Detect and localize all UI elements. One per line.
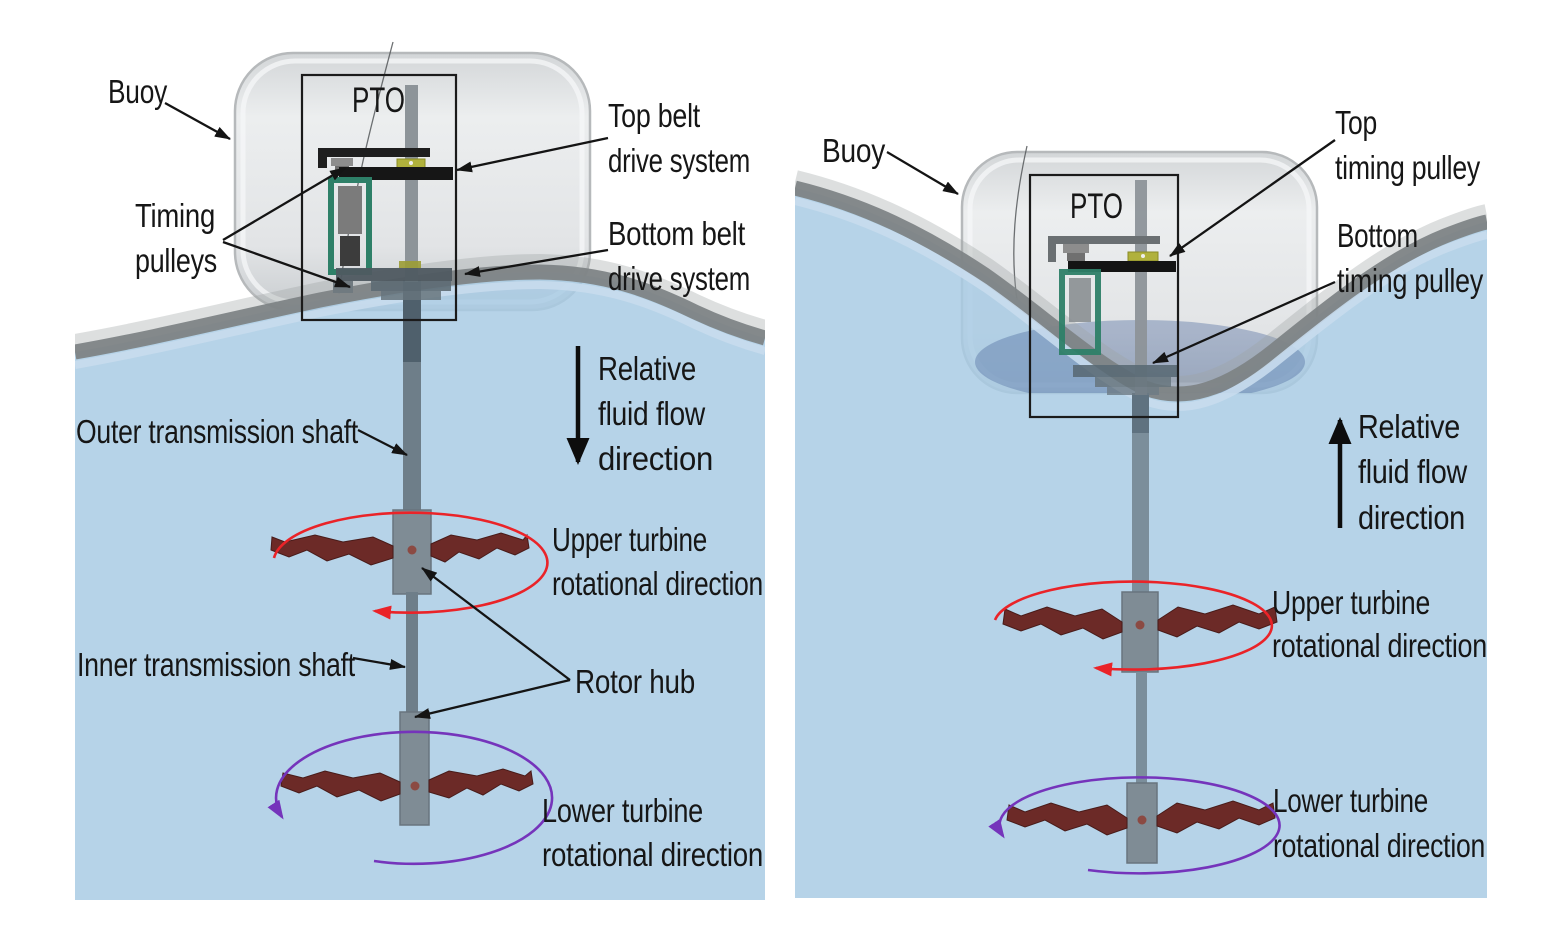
- upper-rotation-arrow: [993, 580, 1274, 677]
- top-belt: [339, 167, 453, 180]
- label-bottom-pulley-2: timing pulley: [1337, 262, 1484, 299]
- bottom-flange: [1095, 377, 1171, 387]
- pto-vertical-shaft: [405, 85, 418, 282]
- lower-hub-pin: [410, 781, 420, 791]
- label-upper-turbine-1: Upper turbine: [552, 521, 707, 558]
- bottom-pulley-arrow: [1152, 280, 1336, 365]
- wave-crest: [795, 170, 1487, 411]
- label-upper-turbine-2: rotational direction: [1272, 627, 1487, 664]
- generator: [1069, 278, 1091, 322]
- label-buoy: Buoy: [822, 132, 886, 169]
- label-rotor-hub: Rotor hub: [575, 663, 695, 700]
- transmission-shaft: [1132, 393, 1149, 593]
- annotation-arrows: [164, 101, 609, 719]
- timing-pulleys-arrow-bottom: [222, 240, 351, 289]
- upper-turbine: [270, 532, 530, 566]
- label-lower-turbine-2: rotational direction: [1273, 827, 1485, 864]
- rotor-hub-arrow-lower: [414, 678, 571, 719]
- lower-turbine: [1006, 800, 1276, 836]
- top-bracket: [318, 148, 430, 157]
- mooring-wire: [1013, 145, 1028, 301]
- pto-vertical-shaft: [1135, 180, 1147, 395]
- bottom-flange-2: [381, 291, 441, 300]
- label-timing-1: Timing: [135, 197, 215, 234]
- pto-box: [300, 73, 458, 322]
- label-pto: PTO: [352, 81, 405, 120]
- top-timing-pulley-left: [1063, 244, 1089, 253]
- top-bracket-leg: [318, 148, 327, 168]
- label-top-belt-1: Top belt: [608, 97, 700, 134]
- shaft-dark-segment: [1132, 393, 1149, 433]
- buoy-arrow: [164, 101, 231, 141]
- timing-pulleys-arrow-top: [222, 167, 346, 241]
- bottom-belt: [336, 268, 452, 281]
- bottom-belt-arrow: [464, 248, 609, 277]
- outer-shaft-arrow: [357, 428, 408, 457]
- label-upper-turbine-1: Upper turbine: [1272, 584, 1430, 621]
- top-timing-pulley-left-lower: [1067, 253, 1085, 261]
- upper-hub-pin: [1135, 620, 1145, 630]
- right-panel-upward-flow: Buoy PTO Top timing pulley Bottom timing…: [795, 104, 1487, 898]
- bottom-flange-2: [1107, 387, 1159, 395]
- top-timing-pulley-left: [331, 158, 353, 166]
- label-buoy: Buoy: [108, 73, 168, 110]
- pulley-dot: [1141, 254, 1145, 258]
- top-bracket-leg: [1048, 236, 1056, 262]
- upper-hub-pin: [407, 545, 417, 555]
- label-top-pulley-1: Top: [1335, 104, 1377, 141]
- top-belt-arrow: [456, 136, 609, 173]
- label-timing-2: pulleys: [135, 242, 217, 279]
- annotation-arrows: [886, 139, 1352, 528]
- pulley-dot: [409, 161, 413, 165]
- inner-shaft: [1136, 672, 1147, 784]
- label-inner-shaft: Inner transmission shaft: [77, 646, 355, 683]
- label-lower-turbine-1: Lower turbine: [1273, 782, 1428, 819]
- top-bracket: [1048, 236, 1160, 244]
- label-flow-3: direction: [1358, 499, 1465, 536]
- label-lower-turbine-1: Lower turbine: [542, 792, 703, 829]
- label-top-belt-2: drive system: [608, 142, 750, 179]
- generator-lower: [340, 236, 360, 266]
- upper-rotor-hub: [1121, 591, 1159, 673]
- top-belt: [1068, 261, 1176, 272]
- label-flow-2: fluid flow: [598, 395, 705, 432]
- upper-rotation-arrow: [272, 511, 549, 620]
- buoy-arrow: [886, 151, 959, 195]
- drivetrain: [1002, 393, 1278, 864]
- upper-turbine: [1002, 604, 1278, 640]
- label-bottom-belt-1: Bottom belt: [608, 215, 745, 252]
- rotor-hub-arrow-upper: [421, 567, 571, 681]
- label-flow-1: Relative: [1358, 408, 1460, 445]
- inner-transmission-shaft: [406, 592, 418, 714]
- pto-assembly: [1048, 180, 1178, 395]
- generator-frame: [1059, 269, 1101, 355]
- inner-shaft-arrow: [352, 656, 406, 670]
- lower-hub-pin: [1137, 815, 1147, 825]
- label-bottom-pulley-1: Bottom: [1337, 217, 1418, 254]
- label-upper-turbine-2: rotational direction: [552, 565, 763, 602]
- label-top-pulley-2: timing pulley: [1335, 149, 1481, 186]
- generator: [338, 186, 362, 234]
- label-flow-1: Relative: [598, 350, 696, 387]
- bottom-timing-pulley: [1073, 365, 1178, 377]
- lower-rotor-hub: [399, 711, 430, 826]
- label-flow-3: direction: [598, 440, 713, 477]
- label-bottom-belt-2: drive system: [608, 260, 750, 297]
- wave-crest: [75, 253, 765, 369]
- labels: Buoy PTO Top timing pulley Bottom timing…: [822, 104, 1487, 864]
- label-outer-shaft: Outer transmission shaft: [76, 413, 358, 450]
- labels: Buoy PTO Top belt drive system Timing pu…: [76, 73, 763, 873]
- label-pto: PTO: [1070, 187, 1123, 226]
- label-lower-turbine-2: rotational direction: [542, 836, 763, 873]
- lower-turbine: [280, 768, 534, 802]
- lower-rotation-arrow: [267, 730, 554, 866]
- label-flow-2: fluid flow: [1358, 453, 1467, 490]
- bottom-yellow-pulley: [399, 261, 421, 268]
- left-panel-downward-flow: Buoy PTO Top belt drive system Timing pu…: [75, 41, 765, 900]
- top-pulley-arrow: [1169, 139, 1336, 257]
- lower-rotation-arrow: [988, 776, 1281, 875]
- bottom-flange: [371, 281, 451, 291]
- pto-box: [1028, 173, 1180, 419]
